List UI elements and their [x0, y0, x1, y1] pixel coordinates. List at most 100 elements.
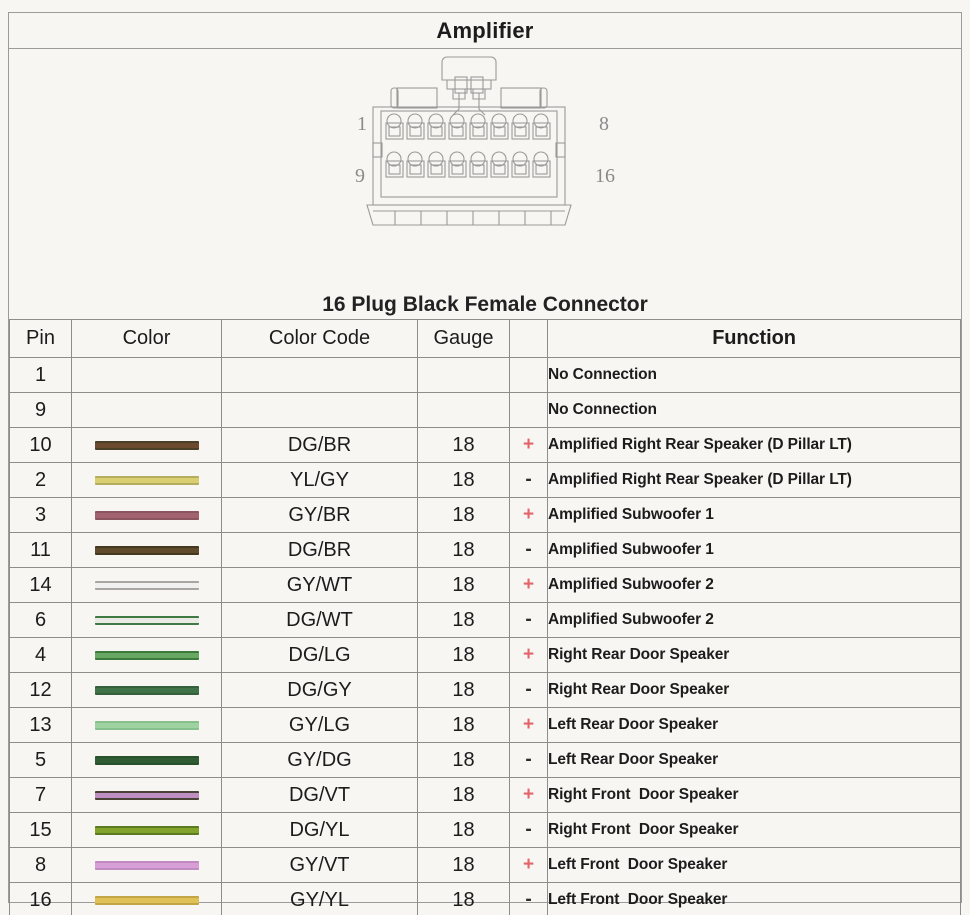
cell-pin: 16 — [9, 882, 72, 915]
connector-illustration-wrap: 1 8 9 16 — [9, 55, 961, 233]
cell-color-code — [221, 392, 418, 428]
wire-swatch — [94, 895, 199, 905]
cell-wire-color — [71, 462, 222, 498]
cell-wire-color — [71, 882, 222, 915]
cell-function: Amplified Right Rear Speaker (D Pillar L… — [547, 427, 961, 463]
cell-function: Left Front Door Speaker — [547, 882, 961, 915]
connector-svg — [366, 56, 572, 226]
cell-pin: 5 — [9, 742, 72, 778]
cell-color-code: GY/BR — [221, 497, 418, 533]
cell-pin: 10 — [9, 427, 72, 463]
cell-gauge: 18 — [417, 777, 510, 813]
cell-wire-color — [71, 637, 222, 673]
cell-wire-color — [71, 672, 222, 708]
cell-color-code: DG/VT — [221, 777, 418, 813]
cell-pin: 7 — [9, 777, 72, 813]
cell-function: Left Front Door Speaker — [547, 847, 961, 883]
cell-gauge: 18 — [417, 532, 510, 568]
cell-color-code: DG/GY — [221, 672, 418, 708]
cell-color-code: GY/YL — [221, 882, 418, 915]
cell-gauge: 18 — [417, 567, 510, 603]
cell-color-code: DG/BR — [221, 532, 418, 568]
terminal-cavities — [385, 113, 551, 178]
cell-function: Right Front Door Speaker — [547, 777, 961, 813]
wire-swatch-holder — [72, 743, 221, 777]
cell-gauge: 18 — [417, 602, 510, 638]
cell-color-code: GY/VT — [221, 847, 418, 883]
connector-diagram-area: 1 8 9 16 16 Plug Black Female Connector — [9, 49, 961, 319]
cell-wire-color — [71, 812, 222, 848]
cell-gauge — [417, 357, 510, 393]
page-title: Amplifier — [436, 17, 534, 43]
cell-function: Right Rear Door Speaker — [547, 672, 961, 708]
cell-function: Right Front Door Speaker — [547, 812, 961, 848]
cell-gauge: 18 — [417, 637, 510, 673]
cell-gauge: 18 — [417, 707, 510, 743]
cell-polarity — [509, 392, 548, 428]
wire-swatch — [94, 720, 199, 730]
connector-pin-label-8: 8 — [599, 113, 609, 135]
cell-color-code: YL/GY — [221, 462, 418, 498]
wire-swatch-holder — [72, 673, 221, 707]
cell-pin: 2 — [9, 462, 72, 498]
cell-gauge — [417, 392, 510, 428]
wire-swatch — [94, 685, 199, 695]
cell-color-code: DG/YL — [221, 812, 418, 848]
connector-caption-row: 16 Plug Black Female Connector — [9, 293, 961, 317]
wire-swatch — [94, 475, 199, 485]
cell-function: Amplified Subwoofer 1 — [547, 497, 961, 533]
cell-gauge: 18 — [417, 742, 510, 778]
cell-polarity: + — [509, 497, 548, 533]
wire-swatch — [94, 545, 199, 555]
cell-pin: 1 — [9, 357, 72, 393]
cell-gauge: 18 — [417, 427, 510, 463]
cell-wire-color — [71, 497, 222, 533]
wire-swatch-holder — [72, 568, 221, 602]
cell-polarity: + — [509, 637, 548, 673]
diagram-sheet: Amplifier — [8, 12, 962, 915]
cell-color-code: DG/BR — [221, 427, 418, 463]
cell-polarity: - — [509, 882, 548, 915]
cell-polarity: - — [509, 532, 548, 568]
column-header-color: Color — [71, 319, 222, 358]
wire-swatch — [94, 825, 199, 835]
connector-pin-label-16: 16 — [595, 165, 615, 187]
column-header-polarity — [509, 319, 548, 358]
cell-pin: 6 — [9, 602, 72, 638]
cell-wire-color — [71, 532, 222, 568]
cell-color-code: GY/WT — [221, 567, 418, 603]
wire-swatch — [94, 860, 199, 870]
wire-swatch-holder — [72, 498, 221, 532]
connector-illustration: 1 8 9 16 — [355, 55, 615, 233]
wire-swatch — [94, 790, 199, 800]
cell-wire-color — [71, 707, 222, 743]
cell-polarity: + — [509, 567, 548, 603]
cell-polarity — [509, 357, 548, 393]
wire-swatch — [94, 650, 199, 660]
cell-pin: 15 — [9, 812, 72, 848]
wire-swatch — [94, 440, 199, 450]
cell-wire-color — [71, 427, 222, 463]
cell-gauge: 18 — [417, 882, 510, 915]
cell-wire-color — [71, 742, 222, 778]
cell-pin: 13 — [9, 707, 72, 743]
cell-pin: 11 — [9, 532, 72, 568]
wire-swatch-holder — [72, 778, 221, 812]
cell-polarity: + — [509, 707, 548, 743]
wire-swatch-holder — [72, 813, 221, 847]
table-header-row: Pin Color Color Code Gauge Function — [9, 319, 961, 358]
wire-swatch-holder — [72, 708, 221, 742]
